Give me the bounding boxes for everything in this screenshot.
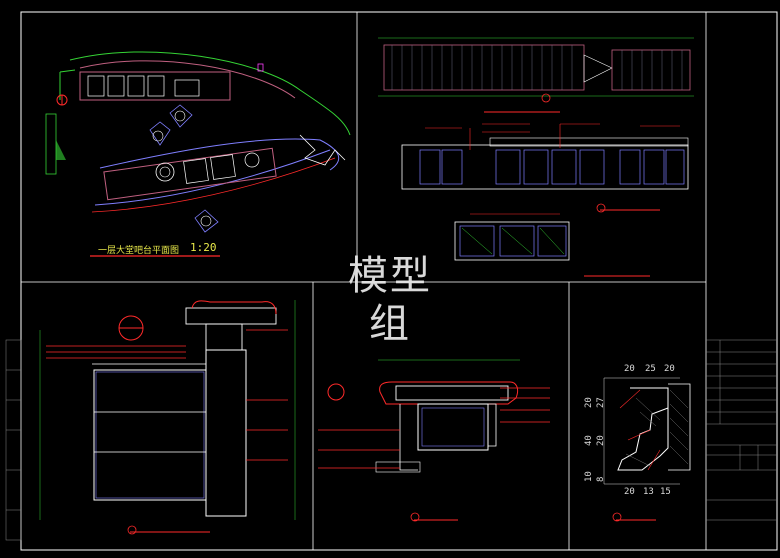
dim-bottom-3: 15 [660, 487, 671, 497]
dim-left-2: 27 [596, 397, 606, 408]
floor-plan [45, 51, 351, 257]
detail-callout-icon [118, 315, 144, 341]
detail-callout-icon [327, 383, 345, 401]
dim-left-3: 40 [584, 435, 594, 446]
floor-plan-scale: 1:20 [190, 241, 217, 254]
stool-marker-icon [149, 104, 219, 233]
outer-frame [20, 11, 778, 551]
elevation-top [378, 37, 694, 277]
dim-left-4: 20 [596, 435, 606, 446]
dim-top-3: 20 [664, 364, 675, 374]
dim-top-2: 25 [645, 364, 656, 374]
dim-bottom-1: 20 [624, 487, 635, 497]
section-drawing [39, 300, 296, 535]
dim-left-1: 20 [584, 397, 594, 408]
binding-margin [5, 339, 22, 541]
detail-section-2 [603, 377, 691, 522]
dim-left-6: 8 [596, 476, 606, 482]
title-block [705, 11, 778, 551]
dim-top-1: 20 [624, 364, 635, 374]
floor-plan-title: 一层大堂吧台平面图 [98, 246, 180, 256]
section-marker-icon [56, 94, 68, 106]
detail-section-1 [318, 359, 550, 522]
dim-left-5: 10 [584, 471, 594, 482]
dim-bottom-2: 13 [643, 487, 654, 497]
